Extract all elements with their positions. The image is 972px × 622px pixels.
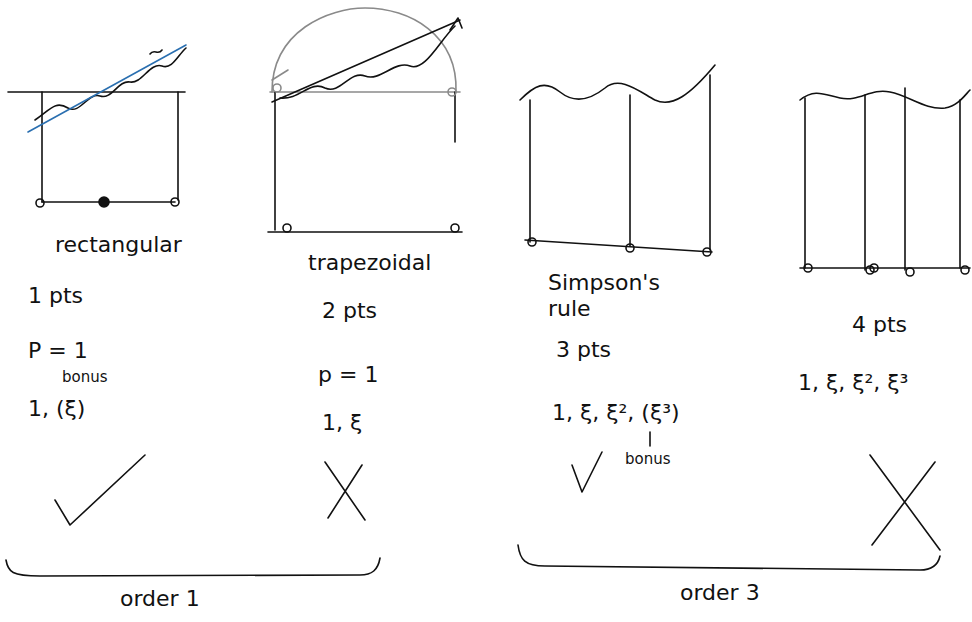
cross-mark — [870, 455, 940, 550]
basis-list: 1, ξ, ξ², ξ³ — [798, 370, 908, 396]
leader-line — [649, 432, 651, 446]
point-count: 3 pts — [556, 337, 611, 363]
point-count: 4 pts — [852, 312, 907, 338]
check-mark — [55, 455, 145, 525]
rule-name: rectangular — [55, 232, 182, 258]
order-note: order 3 — [680, 580, 760, 606]
cross-mark — [325, 462, 365, 520]
brace — [6, 558, 380, 576]
order-note: order 1 — [120, 586, 200, 612]
brace — [518, 545, 940, 570]
basis-list: 1, ξ, ξ², (ξ³) — [552, 400, 680, 426]
point-count: 1 pts — [28, 283, 83, 309]
simpson-panel — [520, 65, 715, 256]
check-mark — [572, 452, 602, 492]
bonus-note: bonus — [62, 368, 108, 386]
four-point-panel — [800, 88, 970, 276]
trapezoidal-panel — [268, 8, 462, 232]
degree-note: p = 1 — [318, 362, 378, 388]
basis-list: 1, (ξ) — [28, 396, 85, 422]
rule-name: trapezoidal — [308, 250, 431, 276]
basis-list: 1, ξ — [322, 410, 362, 436]
rectangular-panel — [8, 45, 186, 207]
rule-name: Simpson's rule — [548, 270, 673, 323]
point-count: 2 pts — [322, 298, 377, 324]
degree-note: P = 1 — [28, 338, 88, 364]
bonus-note: bonus — [625, 450, 671, 468]
